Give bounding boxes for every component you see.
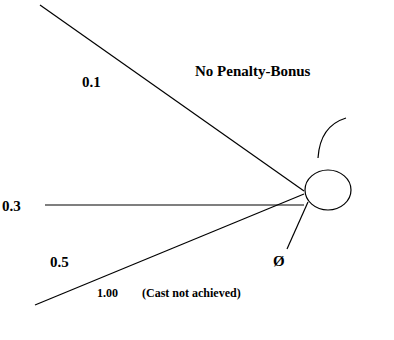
hook-arc [318,118,346,158]
chance-node-circle [305,170,351,210]
note-label: (Cast not achieved) [142,287,241,299]
branch-line [40,5,304,191]
branch-line [45,204,304,205]
probability-label: 0.5 [50,255,69,270]
probability-label: 0.1 [82,75,101,90]
branch-line [35,194,304,305]
probability-label: 0.3 [2,199,21,214]
value-label: 1.00 [97,287,118,299]
outcome-symbol: Ø [273,254,285,269]
branch-line [287,202,308,249]
branch-label: No Penalty-Bonus [195,64,310,79]
